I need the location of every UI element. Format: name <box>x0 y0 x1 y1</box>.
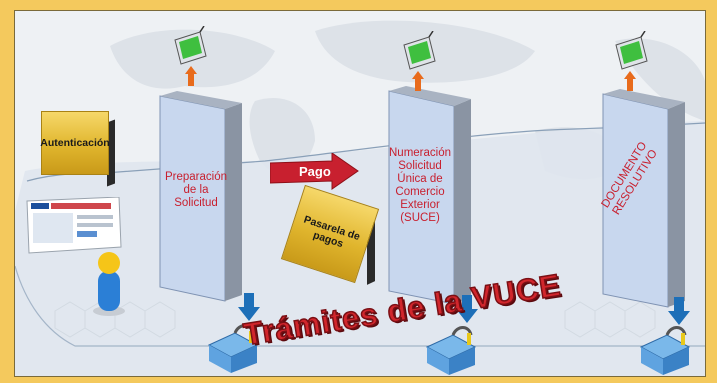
diagram-frame: Preparación de la Solicitud Numeración S… <box>14 10 706 377</box>
autenticacion-label: Autenticación <box>40 111 110 175</box>
mailbox-icon-2 <box>425 326 477 375</box>
panel-label-preparacion: Preparación de la Solicitud <box>164 171 227 209</box>
pago-arrow <box>270 153 359 190</box>
down-arrow-3 <box>668 297 690 325</box>
mobile-device-3 <box>615 31 648 91</box>
vuce-login-screenshot <box>26 197 122 254</box>
user-person-icon <box>93 252 125 316</box>
panel-label-suce: Numeración Solicitud Única de Comercio E… <box>389 147 451 224</box>
mobile-device-1 <box>174 26 207 86</box>
down-arrow-1 <box>238 293 260 321</box>
mailbox-icon-1 <box>207 324 259 373</box>
down-arrow-2 <box>456 295 478 323</box>
mailbox-icon-3 <box>639 326 691 375</box>
mobile-device-2 <box>403 31 436 91</box>
pago-label: Pago <box>299 164 331 179</box>
autenticacion-label-text: Autenticación <box>40 137 110 149</box>
panel-suce <box>388 86 471 305</box>
panel-documento <box>602 89 685 308</box>
pasarela-label-text: Pasarela de pagos <box>302 213 362 251</box>
panel-preparacion <box>159 91 242 302</box>
